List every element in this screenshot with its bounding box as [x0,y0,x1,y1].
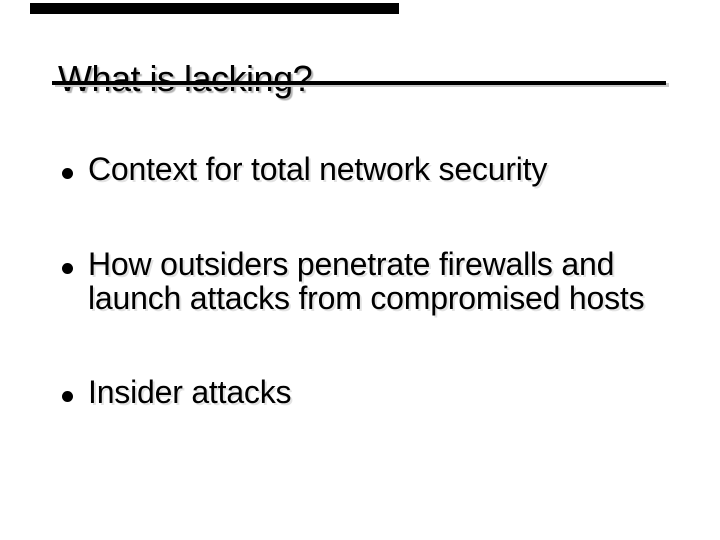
bullet-text: Context for total network security [88,151,548,187]
bullet-item-outsiders: How outsiders penetrate firewalls and la… [62,247,657,315]
bullet-text: How outsiders penetrate firewalls and la… [88,246,645,316]
top-artifact-bar [30,3,399,14]
slide-title: What is lacking? [58,58,313,100]
title-underline-rule [52,81,666,85]
bullet-text: Insider attacks [88,374,292,410]
bullet-icon [62,168,73,179]
bullet-icon [62,263,73,274]
bullet-item-context: Context for total network security [62,152,657,186]
bullet-item-insider: Insider attacks [62,375,657,409]
bullet-icon [62,391,73,402]
